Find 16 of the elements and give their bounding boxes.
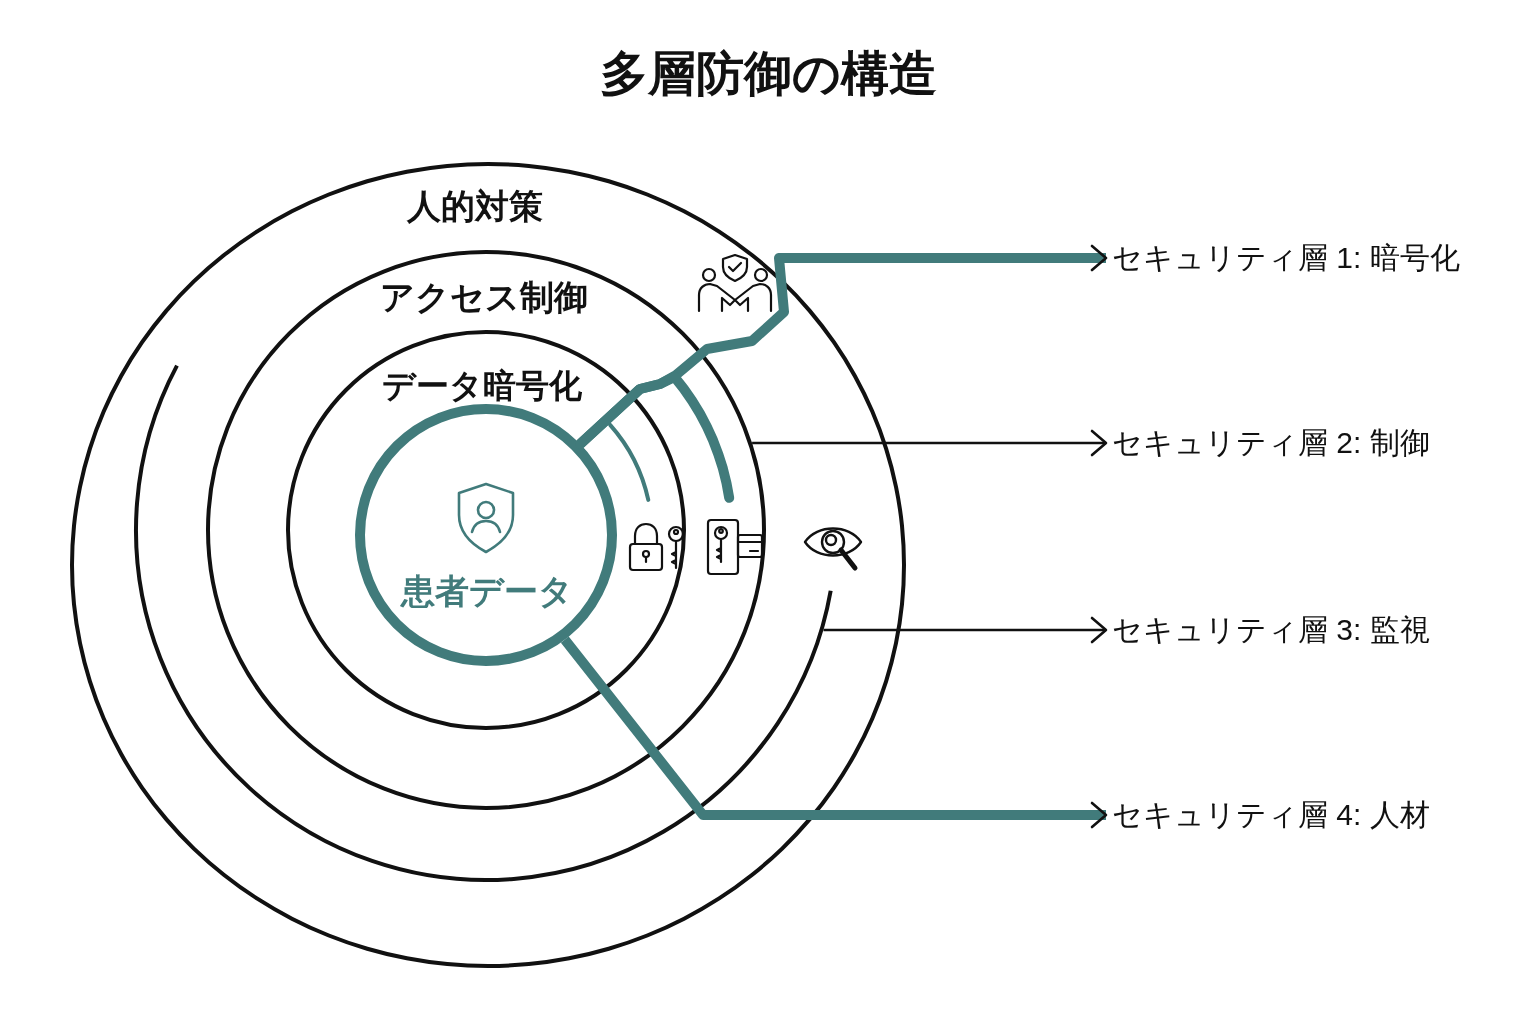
arrow [823,616,1108,644]
layer-label: セキュリティ層 4: 人材 [1112,797,1430,833]
core-label: 患者データ [401,573,573,611]
layer-ring [286,330,686,730]
layer-ring [206,250,766,810]
layer-label: セキュリティ層 2: 制御 [1112,425,1430,461]
title: 多層防御の構造 [599,46,937,102]
ring-label: アクセス制御 [380,279,588,317]
layer-label: セキュリティ層 1: 暗号化 [1112,240,1460,276]
ring-label: 人的対策 [407,188,543,226]
thick-arrow [560,636,1108,829]
arrow [752,429,1108,457]
core-ring [355,404,617,666]
ring-label: データ暗号化 [382,367,582,405]
layer-ring [70,162,906,968]
layer-label: セキュリティ層 3: 監視 [1112,612,1430,648]
